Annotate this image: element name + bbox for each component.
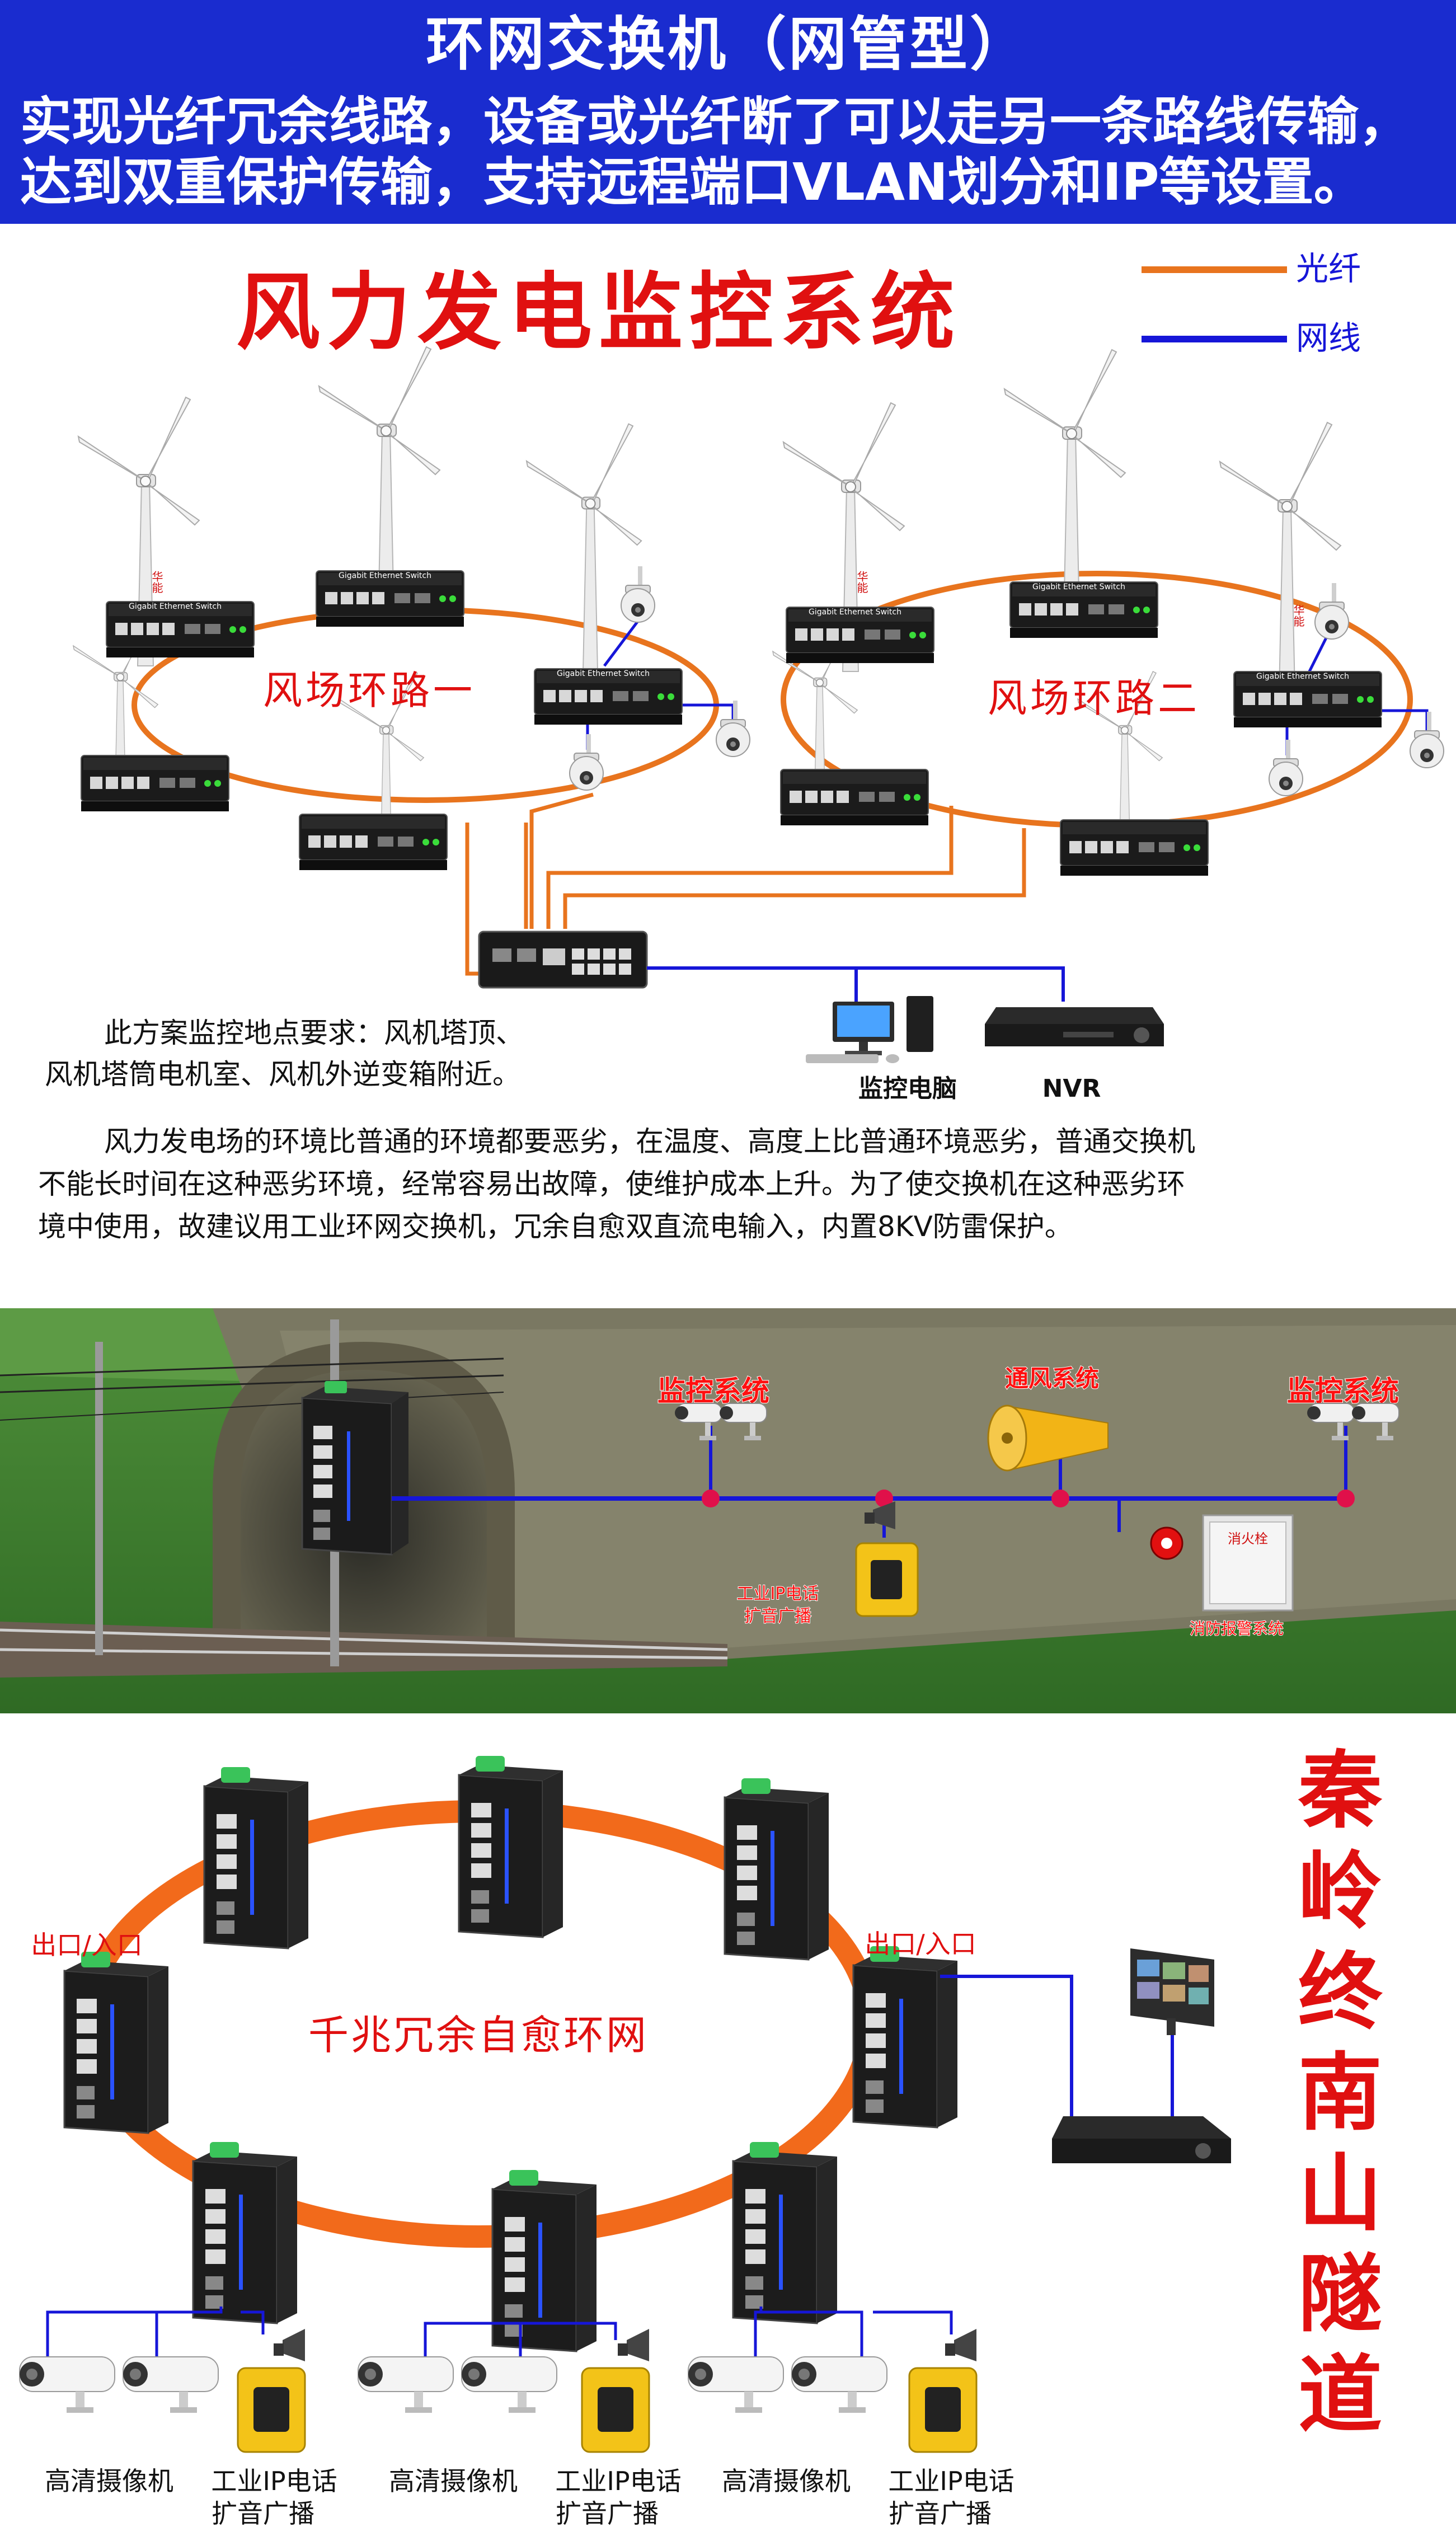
tunnel-diagram: 监控系统 通风系统 监控系统 工业IP电话 扩音广播 xyxy=(0,1308,1456,1713)
ring-switch xyxy=(81,755,229,812)
legend-cable-label: 网线 xyxy=(1296,319,1361,357)
ring-switch xyxy=(732,2141,838,2324)
switch-caption: Gigabit Ethernet Switch xyxy=(339,571,431,580)
nvr-icon xyxy=(1052,2116,1231,2163)
ring-1-label: 风场环路一 xyxy=(263,668,476,713)
tower-mark: 华能 xyxy=(1291,604,1305,627)
side-title-char: 岭 xyxy=(1298,1843,1382,1941)
phone-label-1: 工业IP电话 xyxy=(211,2466,337,2496)
camera-label: 高清摄像机 xyxy=(389,2466,518,2496)
phone-label-2: 扩音广播 xyxy=(556,2498,659,2529)
monitor-pc-icon xyxy=(806,996,933,1063)
phone-label-1: 工业IP电话 xyxy=(555,2466,681,2496)
legend-fiber-label: 光纤 xyxy=(1296,250,1361,288)
side-title-char: 隧 xyxy=(1298,2246,1382,2343)
requirement-line-2: 风机塔筒电机室、风机外逆变箱附近。 xyxy=(45,1058,520,1091)
tower-mark: 华能 xyxy=(150,571,163,593)
fiber-link xyxy=(546,806,954,929)
header-banner: 环网交换机（网管型） 实现光纤冗余线路，设备或光纤断了可以走另一条路线传输， 达… xyxy=(0,0,1456,224)
side-title-char: 终 xyxy=(1298,1944,1383,2041)
ip-phone-icon xyxy=(581,2328,650,2453)
switch-caption: Gigabit Ethernet Switch xyxy=(1256,672,1349,681)
header-title: 环网交换机（网管型） xyxy=(425,10,1030,78)
description-line-1: 风力发电场的环境比普通的环境都要恶劣，在温度、高度上比普通环境恶劣，普通交换机 xyxy=(104,1125,1195,1158)
ring-center-label: 千兆冗余自愈环网 xyxy=(308,2012,649,2059)
dome-camera-icon xyxy=(621,566,655,623)
header-line-1: 实现光纤冗余线路，设备或光纤断了可以走另一条路线传输， xyxy=(20,92,1411,152)
dome-camera-icon xyxy=(1410,711,1444,768)
cable-to-nvr xyxy=(940,1975,1073,2116)
ring-switch xyxy=(63,1951,170,2134)
side-title-char: 山 xyxy=(1298,2145,1382,2243)
pc-label: 监控电脑 xyxy=(858,1074,957,1103)
dome-camera-icon xyxy=(569,734,604,791)
dome-camera-icon xyxy=(1269,739,1303,796)
side-title-char: 道 xyxy=(1298,2347,1382,2444)
core-switch xyxy=(478,931,648,989)
hd-camera-icon xyxy=(123,2356,219,2413)
wind-turbine xyxy=(1219,422,1341,692)
ring-switch xyxy=(299,814,448,871)
switch-caption: Gigabit Ethernet Switch xyxy=(129,602,222,611)
cable-to-nvr xyxy=(647,966,1065,1002)
ring-switch xyxy=(192,2141,298,2324)
ventilation-label: 通风系统 xyxy=(1005,1365,1099,1392)
fiber-link xyxy=(529,792,594,929)
ip-phone-icon xyxy=(237,2328,306,2453)
description-line-2: 不能长时间在这种恶劣环境，经常容易出故障，使维护成本上升。为了使交换机在这种恶劣… xyxy=(38,1168,1185,1200)
hd-camera-icon xyxy=(461,2356,557,2413)
ring-2-label: 风场环路二 xyxy=(988,675,1200,721)
ventilation-fan-icon xyxy=(987,1404,1109,1472)
tunnel-switch xyxy=(301,1381,408,1556)
switch-caption: Gigabit Ethernet Switch xyxy=(1032,582,1125,591)
tunnel-side-title: 秦 岭 终 南 山 隧 道 xyxy=(1298,1742,1383,2444)
ring-io-right-label: 出口/入口 xyxy=(865,1929,976,1959)
video-wall-monitor-icon xyxy=(1130,1948,1214,2035)
ring-diagram: 千兆冗余自愈环网 出口/入口 出口/入口 秦 岭 终 南 山 隧 xyxy=(19,1742,1383,2529)
switch-caption: Gigabit Ethernet Switch xyxy=(557,669,650,678)
ring-switch xyxy=(852,1945,959,2129)
wind-title: 风力发电监控系统 xyxy=(236,264,961,361)
ring-switch xyxy=(724,1777,830,1961)
nvr-label: NVR xyxy=(1042,1074,1101,1103)
requirement-line-1: 此方案监控地点要求：风机塔顶、 xyxy=(104,1017,524,1049)
tunnel-phone-label-1: 工业IP电话 xyxy=(737,1584,819,1604)
wind-diagram: 风力发电监控系统 光纤 网线 华能 华能 华能 xyxy=(73,250,1444,1103)
hd-camera-icon xyxy=(688,2356,784,2413)
dome-camera-icon xyxy=(1314,582,1349,640)
hd-camera-icon xyxy=(358,2356,454,2413)
fire-alarm-icon xyxy=(1150,1526,1183,1560)
tunnel-monitor-right-label: 监控系统 xyxy=(1287,1375,1399,1407)
camera-label: 高清摄像机 xyxy=(45,2466,173,2496)
tunnel-monitor-left-label: 监控系统 xyxy=(657,1375,769,1407)
ring-switch xyxy=(203,1766,309,1950)
side-title-char: 南 xyxy=(1298,2045,1382,2142)
switch-caption: Gigabit Ethernet Switch xyxy=(809,608,901,617)
phone-label-2: 扩音广播 xyxy=(212,2498,314,2529)
hydrant-label: 消火栓 xyxy=(1228,1531,1268,1547)
ip-phone-icon xyxy=(855,1501,919,1617)
hd-camera-icon xyxy=(791,2356,887,2413)
ring-io-left-label: 出口/入口 xyxy=(31,1930,143,1960)
phone-label-1: 工业IP电话 xyxy=(888,2466,1014,2496)
description-line-3: 境中使用，故建议用工业环网交换机，冗余自愈双直流电输入，内置8KV防雷保护。 xyxy=(38,1210,1073,1243)
fire-hydrant-box-icon xyxy=(1202,1514,1294,1612)
nvr-icon xyxy=(985,1007,1164,1046)
ring-switch xyxy=(780,769,929,826)
ring-switch xyxy=(458,1755,564,1938)
tunnel-phone-label-2: 扩音广播 xyxy=(744,1606,811,1626)
phone-label-2: 扩音广播 xyxy=(889,2498,992,2529)
dome-camera-icon xyxy=(716,700,750,757)
header-line-2: 达到双重保护传输，支持远程端口VLAN划分和IP等设置。 xyxy=(20,152,1365,212)
hd-camera-icon xyxy=(19,2356,115,2413)
ring-switch xyxy=(1060,819,1209,876)
fire-alarm-label: 消防报警系统 xyxy=(1190,1619,1284,1638)
tower-mark: 华能 xyxy=(855,571,868,593)
side-title-char: 秦 xyxy=(1298,1742,1383,1840)
fiber-link xyxy=(563,828,1026,929)
cable-link xyxy=(603,620,639,667)
camera-label: 高清摄像机 xyxy=(722,2466,851,2496)
ip-phone-icon xyxy=(908,2328,978,2453)
